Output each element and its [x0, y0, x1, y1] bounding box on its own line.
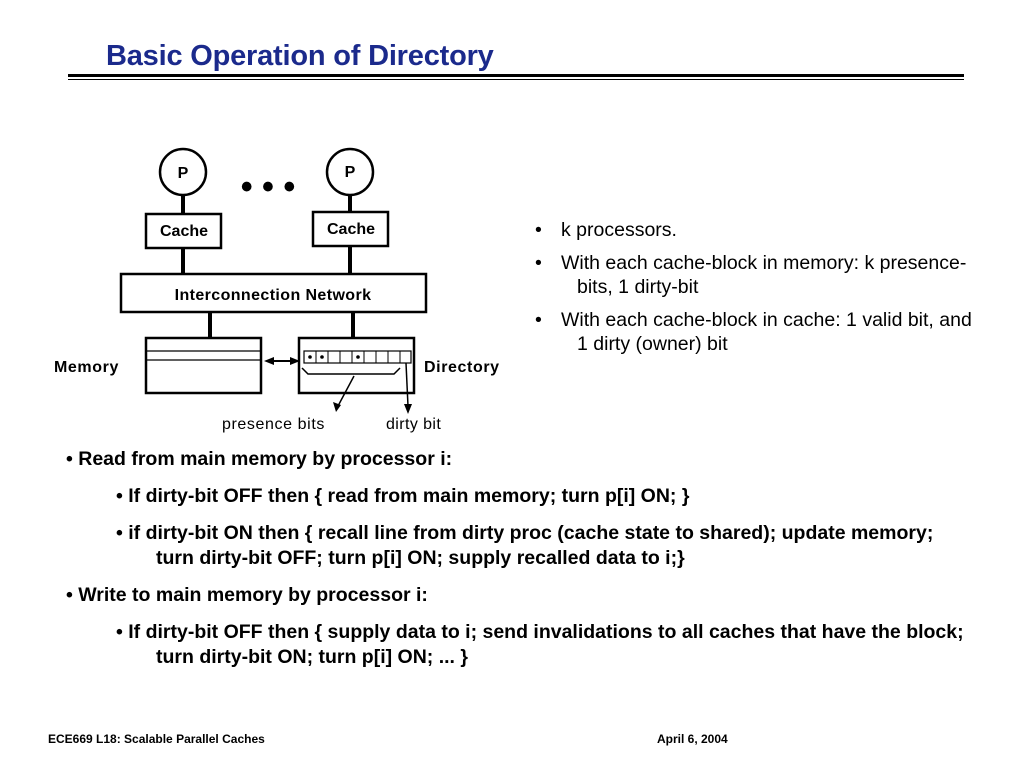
- interconnection-network: [119, 272, 428, 314]
- main-bullet-list: • Read from main memory by processor i: …: [66, 447, 966, 682]
- bullet-read-heading: • Read from main memory by processor i:: [66, 448, 453, 470]
- presence-bits-pointer: [337, 375, 355, 407]
- side-bullet-item: •With each cache-block in memory: k pres…: [535, 252, 967, 298]
- bullet-write-dirty-off: • If dirty-bit OFF then { supply data to…: [116, 621, 964, 668]
- cache-2-label: Cache: [327, 221, 375, 238]
- memory-label: Memory: [54, 359, 119, 376]
- side-bullet-list: •k processors. •With each cache-block in…: [535, 218, 985, 365]
- title-rule: [68, 74, 964, 80]
- bullet-write-heading: • Write to main memory by processor i:: [66, 584, 428, 606]
- processor-2-label: P: [345, 164, 356, 181]
- directory-label: Directory: [424, 359, 500, 376]
- side-bullet-item: •k processors.: [535, 219, 677, 241]
- side-bullet-item: •With each cache-block in cache: 1 valid…: [535, 309, 972, 355]
- directory-diagram: P P • • • Cache Cache Interconnection Ne…: [54, 147, 500, 433]
- dirty-bit-label: dirty bit: [386, 416, 441, 433]
- directory-block: [297, 336, 416, 395]
- slide-title: Basic Operation of Directory: [106, 40, 494, 72]
- presence-bits-label: presence bits: [222, 416, 325, 433]
- cache-1: [144, 212, 223, 250]
- bullet-read-dirty-on: • if dirty-bit ON then { recall line fro…: [116, 522, 934, 569]
- memory-block: [144, 336, 263, 395]
- dirty-bit-pointer: [405, 362, 409, 407]
- footer-course: ECE669 L18: Scalable Parallel Caches: [48, 732, 265, 746]
- ellipsis-dots: • • •: [241, 168, 296, 206]
- processor-1-label: P: [178, 165, 189, 182]
- footer-date: April 6, 2004: [657, 732, 728, 746]
- presence-bits-brace: [301, 367, 401, 375]
- network-label: Interconnection Network: [175, 287, 372, 304]
- bullet-read-dirty-off: • If dirty-bit OFF then { read from main…: [116, 485, 690, 507]
- cache-1-label: Cache: [160, 223, 208, 240]
